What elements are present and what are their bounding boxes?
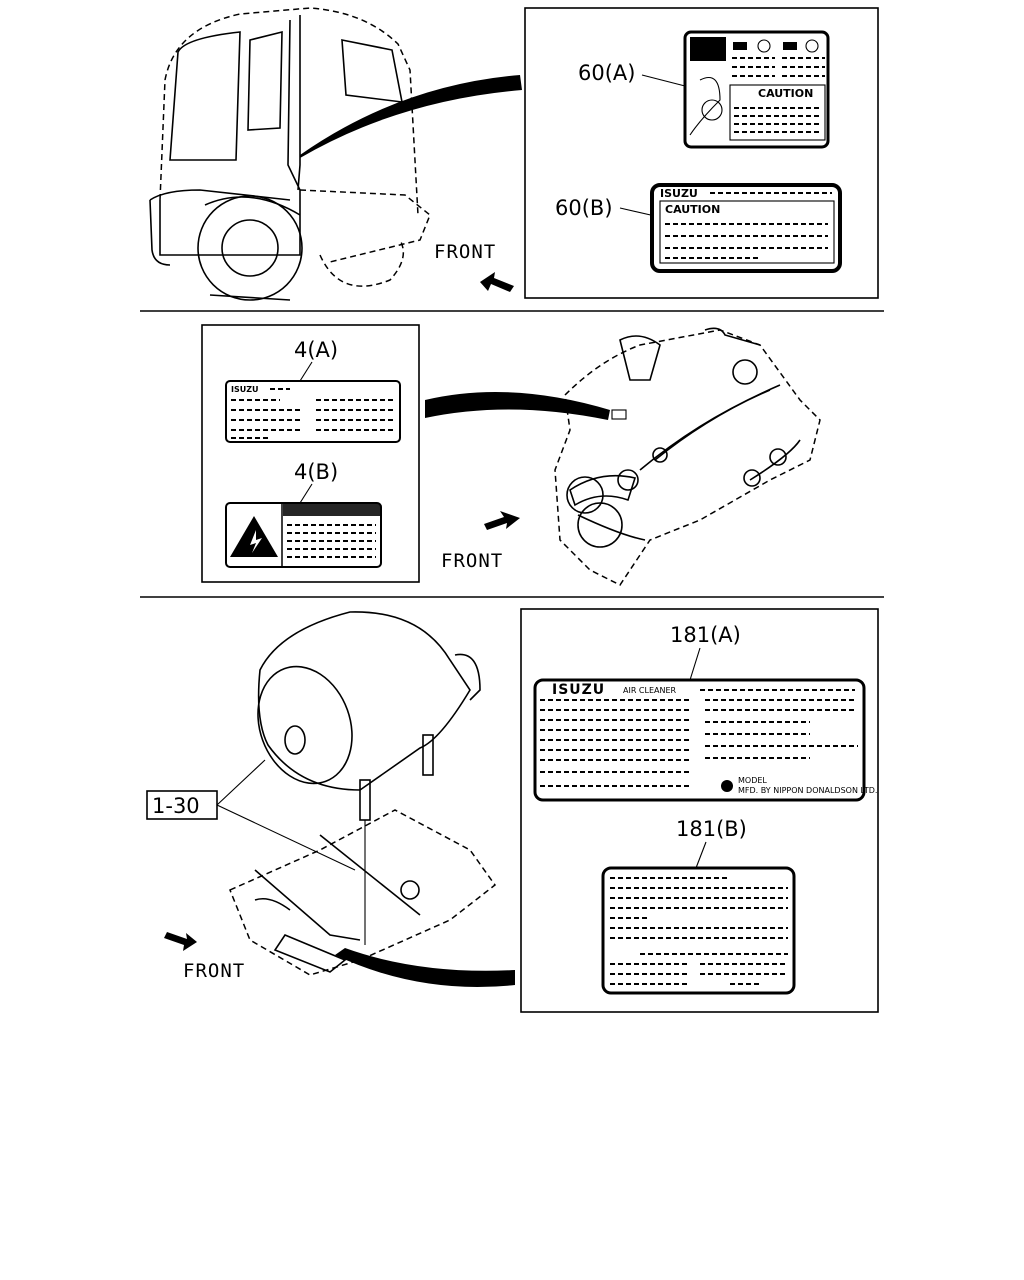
callout-box-cab-labels — [524, 7, 879, 299]
front-indicator: FRONT — [441, 511, 520, 572]
callout-box-engine-labels — [201, 324, 420, 583]
label-4a-brand: ISUZU — [231, 385, 259, 394]
fan-icon — [757, 39, 771, 53]
label-4a: ISUZU — [225, 380, 401, 443]
front-arrow-icon — [484, 511, 520, 530]
fan-icon — [805, 39, 819, 53]
front-arrow-icon — [164, 932, 197, 951]
front-label: FRONT — [441, 550, 503, 572]
label-60b-brand: ISUZU — [660, 187, 698, 200]
air-cleaner-drawing — [229, 611, 515, 987]
engine-drawing — [425, 327, 821, 586]
section-air-cleaner: 1-30 FRONT 181(A) ISUZU AIR CLEANER — [146, 608, 879, 1013]
label-181a-mfd: MFD. BY NIPPON DONALDSON LTD. — [738, 786, 877, 795]
label-181a-title: AIR CLEANER — [623, 686, 677, 695]
section-cab: FRONT 60(A) CAUTION — [149, 7, 879, 301]
label-181a-model: MODEL — [738, 776, 767, 785]
callout-181a: 181(A) — [670, 623, 741, 647]
front-indicator: FRONT — [164, 932, 245, 982]
reference-callout: 1-30 — [146, 759, 356, 871]
callout-4b: 4(B) — [294, 460, 338, 484]
label-181a: ISUZU AIR CLEANER MODEL MFD. BY NIPPON D… — [533, 678, 877, 802]
label-4b — [225, 502, 382, 568]
callout-box-air-cleaner-labels — [520, 608, 879, 1013]
bolt-icon — [250, 530, 262, 553]
label-60a-caution: CAUTION — [758, 87, 813, 100]
front-label: FRONT — [434, 241, 496, 263]
front-arrow-icon — [480, 272, 514, 292]
label-181a-brand: ISUZU — [552, 682, 605, 698]
label-60b: ISUZU CAUTION — [650, 183, 842, 273]
callout-4a: 4(A) — [294, 338, 338, 362]
label-60b-caution: CAUTION — [665, 203, 720, 216]
label-60a: CAUTION — [683, 30, 830, 149]
front-indicator: FRONT — [434, 241, 514, 292]
truck-cab-drawing — [149, 7, 522, 301]
section-engine: 4(A) ISUZU 4(B) — [201, 324, 821, 586]
callout-60a: 60(A) — [578, 61, 635, 85]
callout-60b: 60(B) — [555, 196, 613, 220]
ref-1-30: 1-30 — [152, 794, 200, 818]
callout-181b: 181(B) — [676, 817, 747, 841]
fan-icon — [721, 780, 733, 792]
front-label: FRONT — [183, 960, 245, 982]
label-181b — [601, 866, 796, 995]
